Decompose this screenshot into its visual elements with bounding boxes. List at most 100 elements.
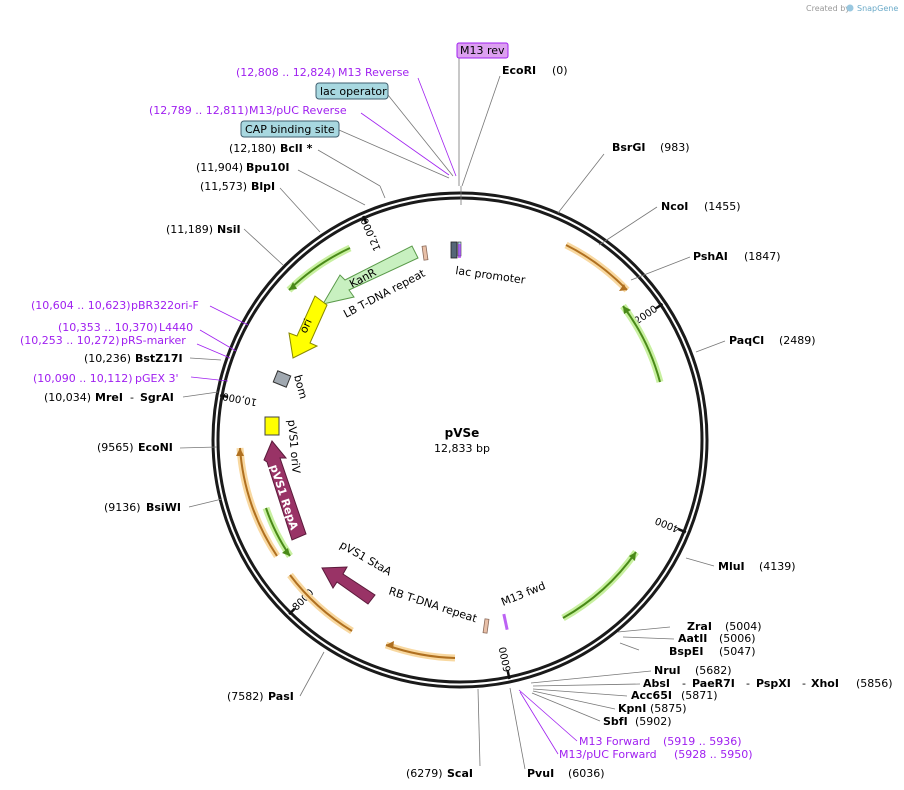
nrui-pos: (5682): [695, 664, 732, 677]
pspxi-name[interactable]: PspXI: [756, 677, 791, 690]
scai-name[interactable]: ScaI: [447, 767, 473, 780]
m13-puc-reverse-pos: (12,789 .. 12,811): [149, 104, 249, 117]
orange-arc-2-halo: [384, 641, 456, 662]
mlui-pos: (4139): [759, 560, 796, 573]
rb-repeat-label: RB T-DNA repeat: [387, 584, 479, 625]
box-leader-lines: [338, 94, 454, 179]
svg-text:-: -: [802, 677, 806, 690]
paer7i-name[interactable]: PaeR7I: [692, 677, 735, 690]
xhoi-name[interactable]: XhoI: [811, 677, 839, 690]
paqci-name[interactable]: PaqCI: [729, 334, 764, 347]
m13-fwd-label: M13 fwd: [499, 579, 547, 609]
pgex3-name[interactable]: pGEX 3': [135, 372, 179, 385]
zrai-pos: (5004): [725, 620, 762, 633]
blpi-name[interactable]: BlpI: [251, 180, 275, 193]
m13-reverse-pos: (12,808 .. 12,824): [236, 66, 336, 79]
acc65i-name[interactable]: Acc65I: [631, 689, 672, 702]
l4440-name[interactable]: L4440: [159, 321, 193, 334]
tick-label-5: 12,000: [360, 216, 384, 252]
snapgene-logo: SnapGene: [857, 4, 898, 13]
green-arc-3: [562, 551, 637, 619]
tick-mark-0: [655, 302, 664, 310]
inner-features: KanR LB T-DNA repeat lac promoter ori bo…: [263, 241, 547, 634]
m13-puc-forward-name[interactable]: M13/pUC Forward: [559, 748, 657, 761]
nsii-name[interactable]: NsiI: [217, 223, 241, 236]
pvui-name[interactable]: PvuI: [527, 767, 554, 780]
green-arc-3-head: [629, 552, 636, 561]
pbr322ori-f-name[interactable]: pBR322ori-F: [131, 299, 199, 312]
pbr322ori-f-pos: (10,604 .. 10,623): [31, 299, 131, 312]
tick-mark-2: [506, 670, 511, 680]
kanr-label: KanR: [347, 266, 378, 291]
zrai-name[interactable]: ZraI: [687, 620, 712, 633]
cap-binding-site-box[interactable]: [240, 120, 340, 138]
prs-marker-name[interactable]: pRS-marker: [121, 334, 186, 347]
m13-forward-pos: (5919 .. 5936): [663, 735, 742, 748]
econi-name[interactable]: EcoNI: [138, 441, 173, 454]
bpu10i-name[interactable]: Bpu10I: [246, 161, 290, 174]
tick-mark-3: [288, 607, 296, 616]
sbfi-name[interactable]: SbfI: [603, 715, 628, 728]
m13-rev-primer-box[interactable]: [456, 42, 509, 59]
l4440-pos: (10,353 .. 10,370): [58, 321, 158, 334]
lac-promoter-box: [450, 241, 458, 259]
right-labels: BsrGI (983) NcoI (1455) PshAI (1847) Paq…: [527, 141, 893, 780]
bsiwi-pos: (9136): [104, 501, 141, 514]
mrei-name[interactable]: MreI: [95, 391, 123, 404]
pasi-name[interactable]: PasI: [268, 690, 294, 703]
bcli-name[interactable]: BclI *: [280, 142, 313, 155]
aatii-pos: (5006): [719, 632, 756, 645]
kpni-pos: (5875): [650, 702, 687, 715]
pgex3-pos: (10,090 .. 10,112): [33, 372, 133, 385]
bsrgi-pos: (983): [660, 141, 690, 154]
ecori-site-pos: (0): [552, 64, 568, 77]
tick-label-2: 6000: [498, 646, 514, 673]
m13-reverse-name[interactable]: M13 Reverse: [338, 66, 409, 79]
bstz17i-name[interactable]: BstZ17I: [135, 352, 183, 365]
tick-label-1: 4000: [654, 514, 682, 534]
lac-operator-box-label[interactable]: [315, 82, 389, 100]
paqci-pos: (2489): [779, 334, 816, 347]
green-arc-4-head: [282, 548, 290, 556]
orange-arc-4: [239, 447, 278, 557]
green-arc-2-head: [289, 282, 297, 290]
lac-promoter-label: lac promoter: [455, 264, 527, 287]
bspei-name[interactable]: BspEI: [669, 645, 703, 658]
econi-pos: (9565): [97, 441, 134, 454]
blpi-pos: (11,573): [200, 180, 247, 193]
left-labels: (12,808 .. 12,824) M13 Reverse lac opera…: [20, 66, 473, 780]
aatii-name[interactable]: AatII: [678, 632, 707, 645]
ecori-site-name[interactable]: EcoRI: [502, 64, 536, 77]
m13-fwd-mark: [502, 613, 509, 631]
bom-box: [272, 370, 292, 388]
pvs1-oriv-box: [264, 416, 280, 436]
sgrai-name[interactable]: SgrAI: [140, 391, 174, 404]
m13-puc-forward-pos: (5928 .. 5950): [674, 748, 753, 761]
pshai-name[interactable]: PshAI: [693, 250, 728, 263]
bspei-pos: (5047): [719, 645, 756, 658]
ncoi-name[interactable]: NcoI: [661, 200, 688, 213]
nsii-pos: (11,189): [166, 223, 213, 236]
created-by-text: Created by: [806, 4, 850, 13]
m13-rev-primer-mark: [458, 244, 461, 258]
pvs1-repa-arrow: [263, 440, 307, 541]
pshai-pos: (1847): [744, 250, 781, 263]
bsiwi-name[interactable]: BsiWI: [146, 501, 181, 514]
bsrgi-name[interactable]: BsrGI: [612, 141, 645, 154]
ori-label: ori: [297, 317, 315, 335]
orange-arc-3: [289, 574, 353, 632]
svg-text:-: -: [130, 391, 134, 404]
m13-puc-reverse-name[interactable]: M13/pUC Reverse: [249, 104, 347, 117]
m13-forward-name[interactable]: M13 Forward: [579, 735, 650, 748]
absi-pos: (5856): [856, 677, 893, 690]
nrui-name[interactable]: NruI: [654, 664, 681, 677]
mrei-pos: (10,034): [44, 391, 91, 404]
mlui-name[interactable]: MluI: [718, 560, 745, 573]
bom-label: bom: [291, 373, 310, 400]
kpni-name[interactable]: KpnI: [618, 702, 646, 715]
tick-mark-1: [678, 528, 687, 534]
bstz17i-pos: (10,236): [84, 352, 131, 365]
primer-leader-lines: [190, 77, 578, 755]
absi-name[interactable]: AbsI: [643, 677, 670, 690]
backbone-outer: [211, 191, 709, 689]
